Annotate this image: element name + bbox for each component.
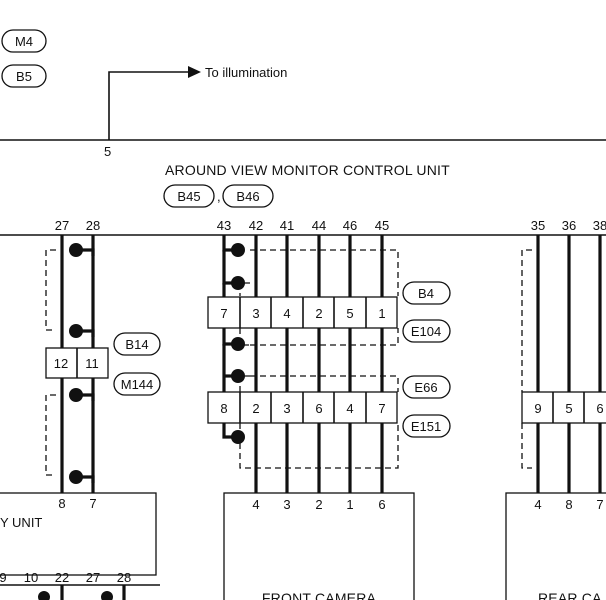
avm-pin-43: 43: [217, 218, 231, 233]
front-camera-wire-group: 7 3 4 2 5 1 B4 E104 8 2 3 6 4 7 E66 E151…: [207, 235, 451, 600]
illumination-pin: 5: [104, 144, 111, 159]
connector-e66-label: E66: [414, 380, 437, 395]
avm-pin-42: 42: [249, 218, 263, 233]
front-conn1-pin-5: 5: [346, 306, 353, 321]
front-conn1-pin-2: 2: [315, 306, 322, 321]
left-bottom-pin-28: 28: [117, 570, 131, 585]
front-conn2-pin-8: 8: [220, 401, 227, 416]
rear-camera-wire-group: 9 5 6 4 8 7 REAR CA: [505, 235, 606, 600]
front-conn2-pin-4: 4: [346, 401, 353, 416]
front-conn2-pin-6: 6: [315, 401, 322, 416]
connector-m4-tag: M4: [1, 29, 47, 53]
connector-e151-label: E151: [411, 419, 441, 434]
front-camera-name: FRONT CAMERA: [262, 590, 377, 600]
front-conn1-pin-1: 1: [378, 306, 385, 321]
left-conn-pin-12: 12: [54, 356, 68, 371]
front-conn1-pin-7: 7: [220, 306, 227, 321]
avm-pin-36: 36: [562, 218, 576, 233]
avm-control-unit: AROUND VIEW MONITOR CONTROL UNIT B45 , B…: [0, 139, 606, 236]
avm-pin-45: 45: [375, 218, 389, 233]
avm-pin-41: 41: [280, 218, 294, 233]
avm-pin-labels: 27 28 43 42 41 44 46 45 35 36 38: [55, 218, 606, 233]
illumination-label: To illumination: [205, 65, 287, 80]
avm-pin-28: 28: [86, 218, 100, 233]
connector-separator: ,: [217, 189, 221, 204]
avm-pin-35: 35: [531, 218, 545, 233]
connector-e104-label: E104: [411, 324, 441, 339]
left-unit-name: Y UNIT: [0, 515, 42, 530]
front-camera-pin-6: 6: [378, 497, 385, 512]
avm-pin-46: 46: [343, 218, 357, 233]
connector-b46-label: B46: [236, 189, 259, 204]
front-camera-pin-1: 1: [346, 497, 353, 512]
rear-conn-pin-9: 9: [534, 401, 541, 416]
rear-conn-pin-5: 5: [565, 401, 572, 416]
front-conn2-pin-7: 7: [378, 401, 385, 416]
connector-b14-label: B14: [125, 337, 148, 352]
left-bottom-pin-10: 10: [24, 570, 38, 585]
illumination-wire: To illumination 5: [104, 65, 287, 159]
left-bottom-pin-22: 22: [55, 570, 69, 585]
avm-title: AROUND VIEW MONITOR CONTROL UNIT: [165, 162, 450, 178]
rear-camera-name: REAR CA: [538, 590, 602, 600]
avm-pin-38: 38: [593, 218, 606, 233]
arrow-right-icon: [188, 66, 201, 78]
rear-conn-pin-6: 6: [596, 401, 603, 416]
connector-b45-label: B45: [177, 189, 200, 204]
left-wire-group: 12 11 B14 M144 8 7 Y UNIT 9 10 22 27 28: [0, 235, 161, 600]
left-bottom-pin-27: 27: [86, 570, 100, 585]
front-camera-pin-4: 4: [252, 497, 259, 512]
rear-camera-pin-8: 8: [565, 497, 572, 512]
connector-b5-tag: B5: [1, 64, 47, 88]
left-unit-pin-7: 7: [89, 496, 96, 511]
front-camera-pin-2: 2: [315, 497, 322, 512]
front-camera-pin-3: 3: [283, 497, 290, 512]
front-conn2-pin-2: 2: [252, 401, 259, 416]
connector-m144-label: M144: [121, 377, 154, 392]
front-conn1-pin-4: 4: [283, 306, 290, 321]
avm-pin-44: 44: [312, 218, 326, 233]
connector-b5-label: B5: [16, 69, 32, 84]
left-bottom-pin-9: 9: [0, 570, 7, 585]
rear-camera-pin-4: 4: [534, 497, 541, 512]
left-unit-pin-8: 8: [58, 496, 65, 511]
connector-m4-label: M4: [15, 34, 33, 49]
avm-pin-27: 27: [55, 218, 69, 233]
front-conn1-pin-3: 3: [252, 306, 259, 321]
left-conn-pin-11: 11: [85, 356, 99, 371]
front-conn2-pin-3: 3: [283, 401, 290, 416]
rear-camera-pin-7: 7: [596, 497, 603, 512]
connector-b4-label: B4: [418, 286, 434, 301]
